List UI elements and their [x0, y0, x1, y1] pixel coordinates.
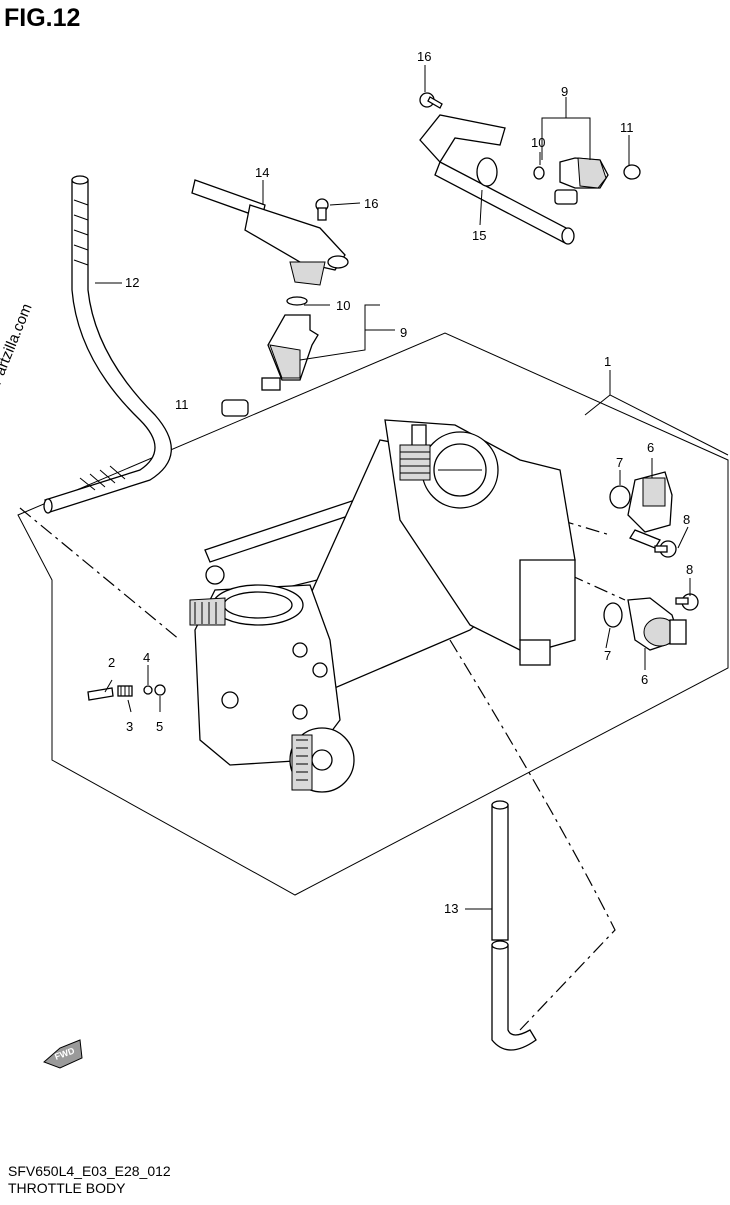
- section-title: THROTTLE BODY: [8, 1180, 126, 1196]
- callout-9-upper: 9: [561, 84, 568, 99]
- callout-13: 13: [444, 901, 458, 916]
- callout-16-upper: 16: [417, 49, 431, 64]
- callout-12: 12: [125, 275, 139, 290]
- injector-right-9: [533, 157, 641, 205]
- callout-8-upper: 8: [683, 512, 690, 527]
- leader-lines: [95, 65, 729, 910]
- callout-5: 5: [156, 719, 163, 734]
- callout-6-lower: 6: [641, 672, 648, 687]
- centerline-hose: [449, 639, 616, 1031]
- callout-15: 15: [472, 228, 486, 243]
- injector-left-9: [221, 296, 319, 417]
- callout-16-mid: 16: [364, 196, 378, 211]
- sensor-upper-6: [609, 471, 677, 558]
- hose-13: [491, 800, 537, 1051]
- throttle-body-assembly: [189, 419, 576, 793]
- callout-6-upper: 6: [647, 440, 654, 455]
- fwd-arrow: FWD: [43, 1039, 83, 1069]
- sensor-lower-6: [603, 593, 699, 651]
- callout-4: 4: [143, 650, 150, 665]
- assembly-outline: [17, 332, 729, 896]
- callout-14: 14: [255, 165, 269, 180]
- callout-2: 2: [108, 655, 115, 670]
- callout-7-upper: 7: [616, 455, 623, 470]
- callout-1: 1: [604, 354, 611, 369]
- delivery-pipe-14: [191, 179, 349, 286]
- screw-16-mid: [315, 198, 329, 221]
- callout-9-lower: 9: [400, 325, 407, 340]
- callout-8-lower: 8: [686, 562, 693, 577]
- callout-10-lower: 10: [336, 298, 350, 313]
- delivery-pipe-15: [419, 92, 575, 245]
- callout-11-lower: 11: [175, 397, 189, 412]
- callout-7-lower: 7: [604, 648, 611, 663]
- callouts: 1 2 3 4 5 6 6 7 7 8 8 9 9 10 10 11 11 12…: [108, 49, 693, 916]
- centerline-sensor-lower: [569, 574, 626, 601]
- vacuum-hose-12: [43, 175, 172, 514]
- adjust-screw-group: [87, 684, 166, 701]
- centerline-hose-12: [19, 507, 181, 641]
- callout-11-upper: 11: [620, 120, 634, 135]
- figure-title: FIG.12: [4, 4, 81, 32]
- model-code: SFV650L4_E03_E28_012: [8, 1163, 171, 1179]
- callout-3: 3: [126, 719, 133, 734]
- callout-10-upper: 10: [531, 135, 545, 150]
